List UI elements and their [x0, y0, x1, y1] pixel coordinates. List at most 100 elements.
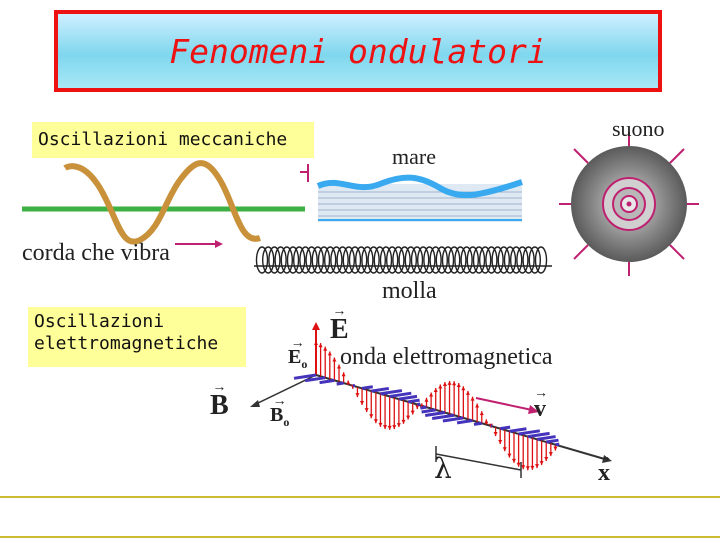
spring-coil — [429, 246, 442, 274]
e-field-arrowhead — [323, 346, 328, 351]
spring-coil — [528, 246, 541, 274]
b-vector-label: → B — [210, 380, 229, 421]
e-field-arrowhead — [521, 465, 526, 470]
e-field-arrowhead — [442, 382, 447, 387]
sound-source-illustration — [559, 132, 699, 276]
e-field-arrowhead — [360, 400, 365, 405]
e-field-arrowhead — [465, 390, 470, 395]
spring-coil — [472, 246, 486, 274]
vector-arrow-icon: → — [212, 380, 227, 395]
b-field-vector — [527, 431, 550, 439]
spring-coil — [354, 246, 368, 274]
b-field-vector — [536, 435, 556, 441]
vector-arrow-icon: → — [598, 450, 612, 465]
e-field-arrowhead — [401, 419, 406, 424]
e-field-arrowhead — [470, 396, 475, 401]
spring-coil — [485, 246, 498, 274]
sea-wave-illustration — [300, 164, 523, 222]
vector-arrow-icon: → — [272, 394, 287, 409]
spring-label: molla — [382, 278, 437, 304]
e-field-arrowhead — [383, 425, 388, 430]
b-field-vector — [380, 389, 403, 396]
spring-coil — [255, 246, 269, 274]
spring-coil — [311, 246, 325, 274]
vector-arrow-icon: → — [290, 336, 305, 351]
vector-arrow-icon: → — [534, 386, 548, 401]
e-field-arrowhead — [378, 422, 383, 427]
wavelength-bracket — [435, 453, 522, 471]
b-field-vector — [499, 425, 511, 431]
spring-coil — [491, 246, 504, 274]
e-field-arrowhead — [502, 447, 507, 452]
b-field-vector — [456, 419, 473, 425]
e-field-arrowhead — [396, 423, 401, 428]
spring-coils — [255, 246, 548, 274]
spring-coil — [367, 246, 380, 274]
b-field-vector — [293, 373, 317, 380]
e-field-arrowhead — [406, 415, 411, 420]
b-field-vector — [371, 386, 390, 393]
e-field-arrowhead — [346, 380, 351, 385]
e-field-arrowhead — [447, 380, 452, 385]
spring-coil — [435, 246, 449, 274]
spring-coil — [516, 246, 529, 274]
e-field-arrowhead — [461, 386, 466, 391]
mechanical-oscillations-label: Oscillazioni meccaniche — [32, 122, 314, 158]
spring-coil — [299, 246, 312, 274]
e-field-arrowhead — [332, 357, 337, 362]
e-field-arrowhead — [314, 341, 318, 345]
e-field-arrowhead — [456, 383, 461, 388]
spring-coil — [423, 246, 436, 274]
spring-coil — [336, 246, 349, 274]
e-field-arrowhead — [341, 372, 346, 377]
page-title: Fenomeni ondulatori — [169, 31, 547, 71]
string-wave-curve — [63, 160, 261, 245]
string-label: corda che vibra — [22, 240, 170, 266]
b-field-vector — [336, 381, 344, 386]
b-field-vector — [420, 405, 427, 410]
bottom-divider-2 — [0, 536, 720, 538]
b-field-vector — [431, 413, 455, 420]
e-field-arrowhead — [539, 461, 544, 466]
vector-arrow-icon: → — [332, 304, 347, 319]
b-field-vector — [442, 416, 464, 423]
e-field-arrowhead — [544, 456, 549, 461]
spring-coil — [280, 246, 293, 274]
sound-center — [626, 201, 632, 207]
e-field-arrowhead — [373, 419, 378, 424]
e-field-arrowhead — [355, 393, 360, 398]
b-field-vector — [509, 427, 527, 433]
em-wave-label: onda elettromagnetica — [340, 344, 553, 370]
spring-coil — [348, 246, 362, 274]
e0-vector-label: → Eo — [288, 336, 308, 371]
e-field-arrowhead — [475, 403, 480, 408]
spring-coil — [373, 246, 387, 274]
b-field-vector — [424, 411, 446, 417]
spring-coil — [262, 246, 275, 274]
spring-coil — [441, 246, 455, 274]
b-field-vector — [473, 421, 482, 426]
b-field-vector — [555, 442, 560, 447]
b-field-vector — [518, 429, 541, 436]
vibrating-string-illustration — [22, 160, 305, 248]
spring-coil — [503, 246, 517, 274]
spring-coil — [497, 246, 511, 274]
spring-coil — [416, 246, 430, 274]
e-field-arrowhead — [548, 452, 553, 457]
sound-radiating-arrows — [559, 132, 699, 276]
e-field-arrowhead — [433, 388, 438, 393]
e-field-arrowhead — [410, 410, 415, 415]
spring-coil — [379, 246, 393, 274]
e-field-arrowhead — [327, 351, 332, 356]
e-field-arrowhead — [424, 397, 429, 402]
b-field-vector — [407, 398, 420, 404]
spring-coil — [317, 246, 331, 274]
e-field-arrowhead — [452, 381, 457, 386]
wavelength-symbol: λ — [434, 452, 452, 485]
spring-coil — [522, 246, 535, 274]
spring-coil — [268, 246, 281, 274]
e-field-arrowhead — [525, 466, 530, 471]
spring-coil — [385, 246, 399, 274]
spring-coil — [305, 246, 318, 274]
spring-coil — [323, 246, 337, 274]
